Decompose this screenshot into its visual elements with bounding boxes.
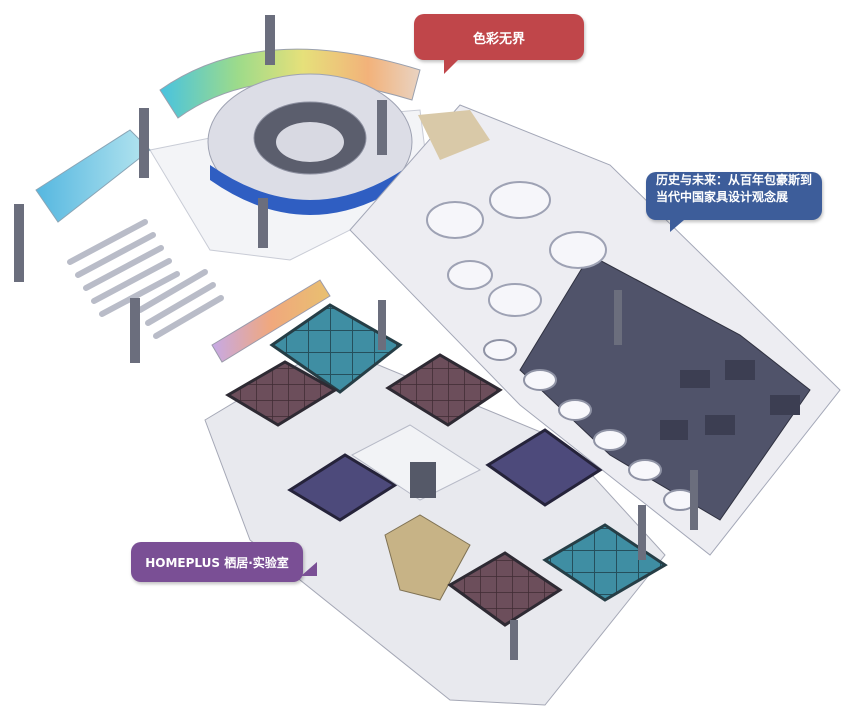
homeplus-zone	[204, 300, 668, 706]
maroon-room-bottom	[447, 551, 563, 627]
display-blocks	[660, 360, 800, 440]
callout-history-line2: 当代中国家具设计观念展	[656, 190, 789, 204]
color-zone	[14, 15, 431, 363]
beige-room	[384, 514, 471, 601]
round-pods	[426, 181, 607, 317]
warm-wall	[211, 279, 331, 363]
maroon-room-center	[385, 353, 503, 427]
callout-color-boundless: 色彩无界	[414, 14, 584, 74]
cyan-wall	[35, 129, 151, 223]
callout-history-future: 历史与未来：从百年包豪斯到 当代中国家具设计观念展	[646, 172, 822, 232]
callout-tail	[670, 220, 684, 232]
beige-entrance	[418, 110, 490, 160]
central-pillar	[410, 462, 436, 498]
violet-room-left	[287, 453, 398, 522]
callout-homeplus: HOMEPLUS 栖居·实验室	[131, 542, 317, 582]
history-pillars	[614, 290, 698, 530]
homeplus-pillars	[378, 300, 646, 660]
ring-center-exhibit	[276, 122, 344, 162]
capsule-bays	[483, 339, 697, 511]
callout-homeplus-text: HOMEPLUS 栖居·实验室	[145, 555, 289, 570]
maroon-room-left	[225, 360, 338, 427]
callout-tail	[301, 562, 317, 576]
teal-room-top	[269, 303, 403, 394]
history-zone	[349, 104, 841, 556]
bench-rows	[67, 219, 224, 339]
pillars	[14, 15, 387, 363]
dark-gallery-room	[519, 254, 811, 521]
callout-tail	[444, 60, 458, 74]
callout-color-boundless-text: 色彩无界	[472, 31, 525, 47]
rainbow-arc-wall	[159, 48, 421, 119]
teal-room-bottom	[542, 523, 668, 602]
callout-history-line1: 历史与未来：从百年包豪斯到	[656, 173, 813, 187]
violet-room-right	[485, 428, 603, 507]
